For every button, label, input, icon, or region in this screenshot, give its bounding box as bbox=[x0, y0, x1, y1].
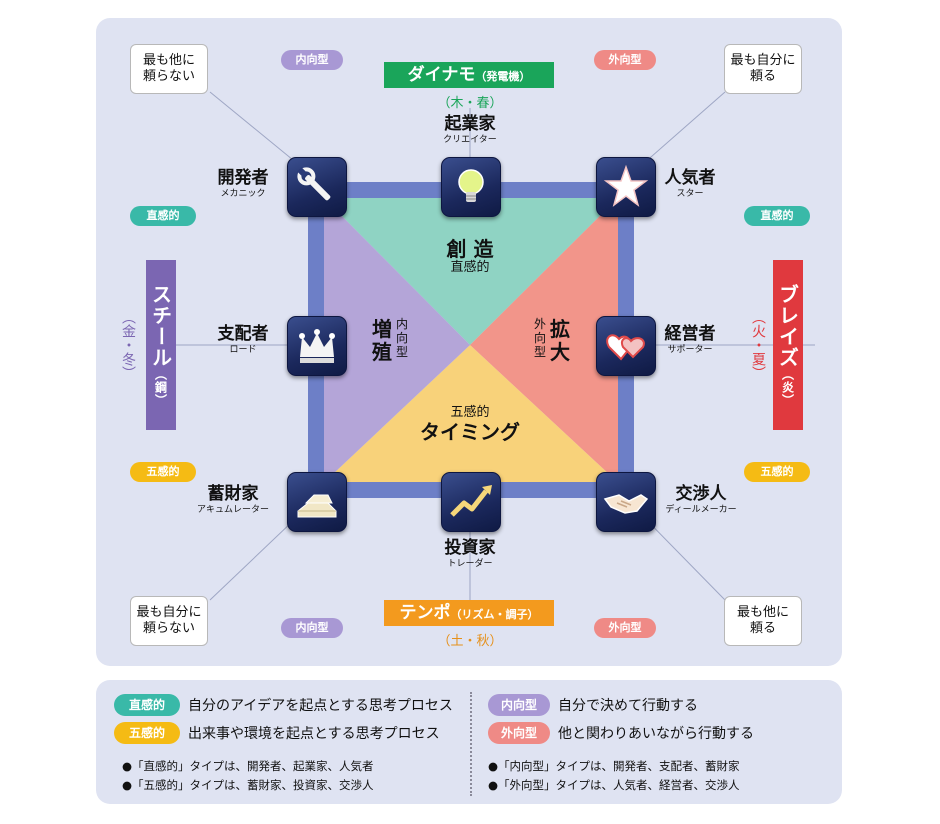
legend-extrovert: 外向型 他と関わりあいながら行動する bbox=[488, 722, 754, 744]
legend-intuitive-badge: 直感的 bbox=[114, 694, 180, 716]
legend-extrovert-badge: 外向型 bbox=[488, 722, 550, 744]
lightbulb-icon bbox=[441, 157, 501, 217]
intuitive-badge-left: 直感的 bbox=[130, 206, 196, 226]
node-accumulator: 蓄財家 アキュムレーター bbox=[168, 484, 298, 515]
legend-five-sense-badge: 五感的 bbox=[114, 722, 180, 744]
quadrant-right-title: 拡 大 bbox=[550, 317, 570, 364]
extrovert-badge-top: 外向型 bbox=[594, 50, 656, 70]
tempo-banner: テンポ（リズム・調子） bbox=[384, 600, 554, 626]
blaze-detail: （炎） bbox=[780, 367, 795, 407]
crown-icon bbox=[287, 316, 347, 376]
quadrant-bottom-title: タイミング bbox=[420, 419, 520, 444]
legend-divider bbox=[470, 692, 472, 796]
dynamo-season: （木・春） bbox=[437, 96, 503, 111]
quadrant-bottom-triangle bbox=[316, 345, 626, 490]
node-developer: 開発者 メカニック bbox=[178, 168, 308, 199]
node-star-name: 人気者 bbox=[664, 168, 716, 188]
node-negotiator-name: 交渉人 bbox=[675, 484, 727, 504]
dynamo-name: ダイナモ bbox=[407, 65, 476, 85]
introvert-badge-top: 内向型 bbox=[281, 50, 343, 70]
node-investor-name: 投資家 bbox=[444, 538, 496, 558]
intuitive-badge-right: 直感的 bbox=[744, 206, 810, 226]
legend-introvert-badge: 内向型 bbox=[488, 694, 550, 716]
quadrant-bottom-label: 五感的 タイミング bbox=[400, 405, 540, 444]
legend-introvert-desc: 自分で決めて行動する bbox=[558, 698, 698, 714]
quadrant-right-sub: 外 向 型 bbox=[533, 317, 546, 359]
quadrant-top-label: 創 造 直感的 bbox=[430, 238, 510, 276]
quadrant-top-triangle bbox=[316, 190, 626, 345]
legend-introvert: 内向型 自分で決めて行動する bbox=[488, 694, 698, 716]
legend-panel bbox=[96, 680, 842, 804]
legend-five-sense: 五感的 出来事や環境を起点とする思考プロセス bbox=[114, 722, 440, 744]
quadrant-right-triangle bbox=[470, 190, 626, 490]
node-investor-sub: トレーダー bbox=[447, 558, 493, 569]
tempo-detail: （リズム・調子） bbox=[450, 608, 539, 621]
quadrant-left-triangle bbox=[316, 190, 470, 490]
node-manager: 経営者 サポーター bbox=[625, 324, 755, 355]
star-icon bbox=[596, 157, 656, 217]
node-developer-name: 開発者 bbox=[217, 168, 269, 188]
corner-box-bottom-right: 最も他に 頼る bbox=[724, 596, 802, 646]
corner-box-top-left: 最も他に 頼らない bbox=[130, 44, 208, 94]
corner-box-bottom-left: 最も自分に 頼らない bbox=[130, 596, 208, 646]
node-negotiator-sub: ディールメーカー bbox=[665, 504, 737, 515]
node-entrepreneur-name: 起業家 bbox=[444, 114, 496, 134]
node-accumulator-name: 蓄財家 bbox=[207, 484, 259, 504]
dynamo-banner: ダイナモ（発電機） bbox=[384, 62, 554, 88]
node-manager-sub: サポーター bbox=[667, 344, 713, 355]
introvert-badge-bottom: 内向型 bbox=[281, 618, 343, 638]
legend-extrovert-desc: 他と関わりあいながら行動する bbox=[558, 726, 754, 742]
note-intuitive: ●「直感的」タイプは、開発者、起業家、人気者 bbox=[122, 759, 374, 773]
note-five-sense: ●「五感的」タイプは、蓄財家、投資家、交渉人 bbox=[122, 778, 374, 792]
blaze-season: （火・夏） bbox=[750, 310, 766, 380]
node-developer-sub: メカニック bbox=[220, 188, 266, 199]
note-extrovert: ●「外向型」タイプは、人気者、経営者、交渉人 bbox=[488, 778, 740, 792]
hearts-icon bbox=[596, 316, 656, 376]
node-entrepreneur: 起業家 クリエイター bbox=[405, 114, 535, 145]
gold-bars-icon bbox=[287, 472, 347, 532]
five-sense-badge-right: 五感的 bbox=[744, 462, 810, 482]
dynamo-detail: （発電機） bbox=[475, 70, 531, 83]
handshake-icon bbox=[596, 472, 656, 532]
tempo-name: テンポ bbox=[399, 603, 451, 623]
quadrant-left-title: 増 殖 bbox=[371, 317, 392, 364]
quadrant-right-label: 外 向 型 拡 大 bbox=[522, 317, 582, 364]
blaze-bar: ブレイズ（炎） bbox=[773, 260, 803, 430]
tempo-season: （土・秋） bbox=[437, 634, 503, 649]
chart-arrow-icon bbox=[441, 472, 501, 532]
node-star-sub: スター bbox=[676, 188, 704, 199]
legend-intuitive: 直感的 自分のアイデアを起点とする思考プロセス bbox=[114, 694, 453, 716]
node-ruler-name: 支配者 bbox=[217, 324, 269, 344]
blaze-name: ブレイズ bbox=[775, 283, 800, 368]
steel-detail: （鋼） bbox=[153, 367, 168, 407]
node-star: 人気者 スター bbox=[625, 168, 755, 199]
legend-five-sense-desc: 出来事や環境を起点とする思考プロセス bbox=[188, 726, 440, 742]
quadrant-left-sub: 内 向 型 bbox=[395, 317, 408, 359]
steel-name: スチール bbox=[148, 283, 173, 368]
node-manager-name: 経営者 bbox=[664, 324, 716, 344]
quadrant-left-label: 増 殖 内 向 型 bbox=[360, 317, 420, 364]
steel-bar: スチール（鋼） bbox=[146, 260, 176, 430]
quadrant-bottom-sub: 五感的 bbox=[450, 405, 490, 420]
node-investor: 投資家 トレーダー bbox=[405, 538, 535, 569]
wrench-icon bbox=[287, 157, 347, 217]
legend-intuitive-desc: 自分のアイデアを起点とする思考プロセス bbox=[188, 698, 453, 714]
node-ruler-sub: ロード bbox=[229, 344, 257, 355]
node-negotiator: 交渉人 ディールメーカー bbox=[636, 484, 766, 515]
quadrant-top-title: 創 造 bbox=[446, 237, 494, 261]
quadrant-top-sub: 直感的 bbox=[450, 260, 490, 275]
five-sense-badge-left: 五感的 bbox=[130, 462, 196, 482]
node-accumulator-sub: アキュムレーター bbox=[196, 504, 269, 515]
extrovert-badge-bottom: 外向型 bbox=[594, 618, 656, 638]
corner-box-top-right: 最も自分に 頼る bbox=[724, 44, 802, 94]
node-entrepreneur-sub: クリエイター bbox=[443, 134, 497, 145]
steel-season: （金・冬） bbox=[120, 310, 136, 380]
note-introvert: ●「内向型」タイプは、開発者、支配者、蓄財家 bbox=[488, 759, 740, 773]
node-ruler: 支配者 ロード bbox=[178, 324, 308, 355]
